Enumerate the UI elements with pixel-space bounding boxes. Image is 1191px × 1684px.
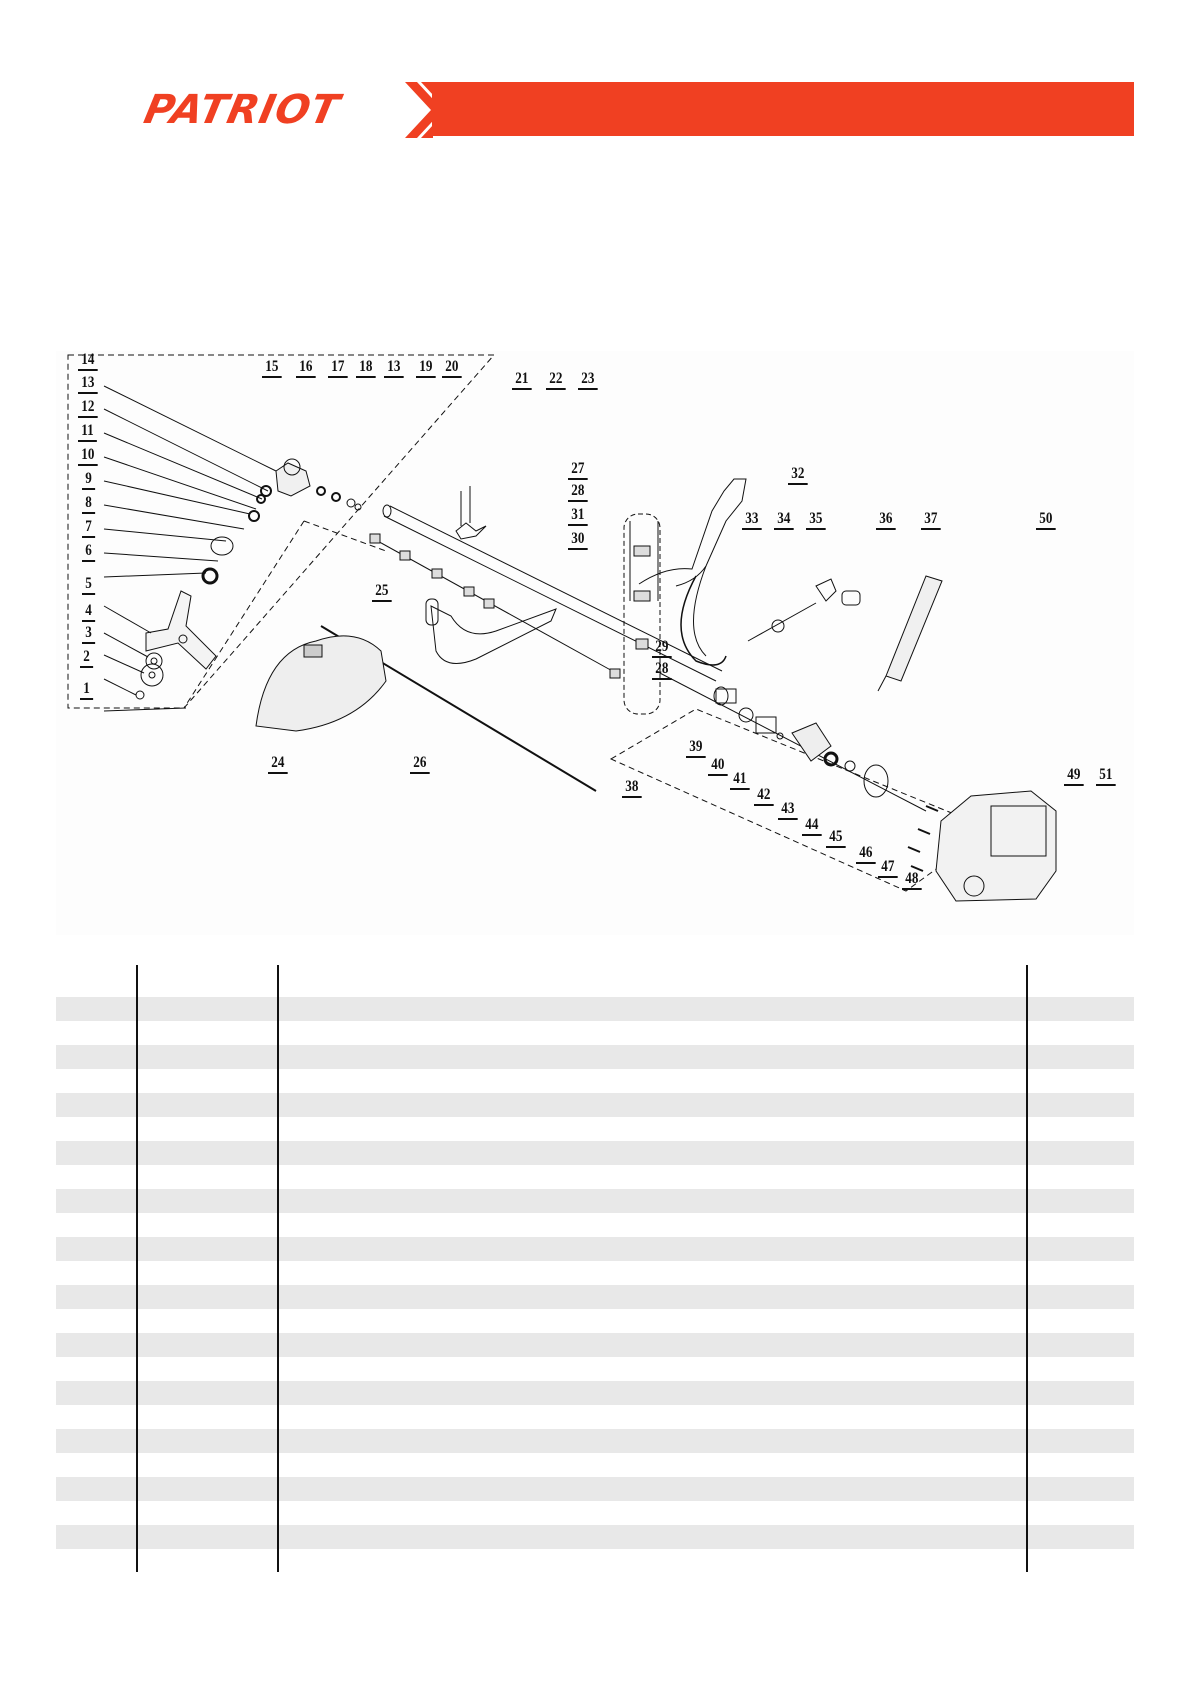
callout-13b: 13 <box>384 359 404 378</box>
column-divider <box>1026 965 1028 1572</box>
callout-16: 16 <box>296 359 316 378</box>
callout-51: 51 <box>1096 767 1116 786</box>
callout-3: 3 <box>82 625 96 644</box>
callout-33: 33 <box>742 511 762 530</box>
callout-11: 11 <box>78 423 97 442</box>
callout-22: 22 <box>546 371 566 390</box>
table-row <box>56 1189 1134 1213</box>
callout-5: 5 <box>82 576 96 595</box>
callout-27: 27 <box>568 461 588 480</box>
callout-38: 38 <box>622 779 642 798</box>
callout-7: 7 <box>82 519 96 538</box>
table-row <box>56 1381 1134 1405</box>
callout-14: 14 <box>78 352 98 371</box>
callout-46: 46 <box>856 845 876 864</box>
callout-17: 17 <box>328 359 348 378</box>
callout-31: 31 <box>568 507 588 526</box>
diagram-drawing <box>67 354 1057 902</box>
callout-13: 13 <box>78 375 98 394</box>
callout-35: 35 <box>806 511 826 530</box>
callout-47: 47 <box>878 859 898 878</box>
callout-15: 15 <box>262 359 282 378</box>
callout-1: 1 <box>80 681 94 700</box>
callout-20: 20 <box>442 359 462 378</box>
table-row <box>56 1429 1134 1453</box>
table-row <box>56 1141 1134 1165</box>
callout-34: 34 <box>774 511 794 530</box>
callout-18: 18 <box>356 359 376 378</box>
callout-28: 28 <box>568 483 588 502</box>
callout-26: 26 <box>410 755 430 774</box>
callout-29: 29 <box>652 639 672 658</box>
callout-8: 8 <box>82 495 96 514</box>
callout-4: 4 <box>82 603 96 622</box>
table-row <box>56 997 1134 1021</box>
callout-24: 24 <box>268 755 288 774</box>
callout-12: 12 <box>78 399 98 418</box>
callout-49: 49 <box>1064 767 1084 786</box>
callout-21: 21 <box>512 371 532 390</box>
table-row <box>56 1045 1134 1069</box>
table-row <box>56 1525 1134 1549</box>
callout-6: 6 <box>82 543 96 562</box>
table-row <box>56 1285 1134 1309</box>
brand-logo: PATRIOT <box>140 87 344 133</box>
column-divider <box>136 965 138 1572</box>
callout-50: 50 <box>1036 511 1056 530</box>
callout-9: 9 <box>82 471 96 490</box>
table-row <box>56 1237 1134 1261</box>
callout-37: 37 <box>921 511 941 530</box>
callout-25: 25 <box>372 583 392 602</box>
parts-table <box>56 965 1134 1572</box>
header-bar <box>432 82 1134 136</box>
callout-43: 43 <box>778 801 798 820</box>
callout-36: 36 <box>876 511 896 530</box>
exploded-parts-diagram: 14 13 12 11 10 9 8 7 6 5 4 3 2 1 15 16 1… <box>56 351 1134 935</box>
callout-44: 44 <box>802 817 822 836</box>
callout-39: 39 <box>686 739 706 758</box>
callout-48: 48 <box>902 871 922 890</box>
callout-23: 23 <box>578 371 598 390</box>
callout-2: 2 <box>80 649 94 668</box>
callout-45: 45 <box>826 829 846 848</box>
callout-40: 40 <box>708 757 728 776</box>
callout-30: 30 <box>568 531 588 550</box>
table-row <box>56 1093 1134 1117</box>
column-divider <box>277 965 279 1572</box>
table-row <box>56 1333 1134 1357</box>
callout-41: 41 <box>730 771 750 790</box>
callout-32: 32 <box>788 466 808 485</box>
callout-42: 42 <box>754 787 774 806</box>
callout-28b: 28 <box>652 661 672 680</box>
callout-19: 19 <box>416 359 436 378</box>
callout-10: 10 <box>78 447 98 466</box>
table-row <box>56 1477 1134 1501</box>
